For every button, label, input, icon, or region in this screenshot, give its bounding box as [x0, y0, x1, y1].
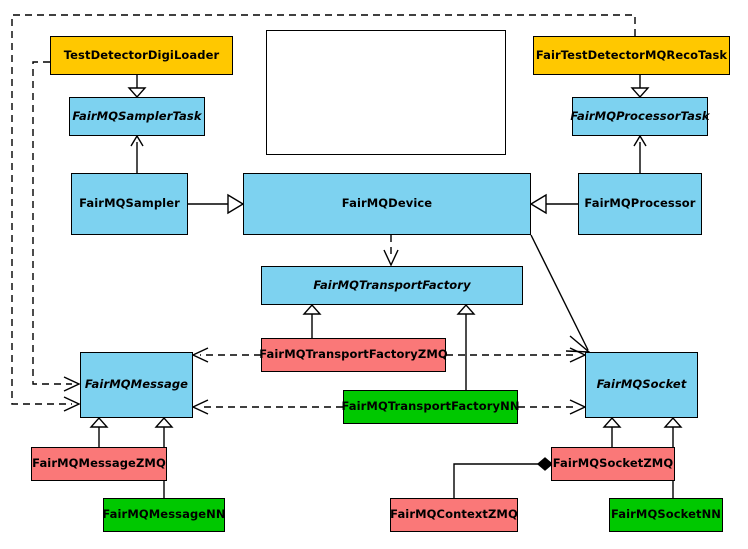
class-node-fairmqdevice[interactable]: FairMQDevice [243, 173, 531, 235]
class-node-fairmqsampler[interactable]: FairMQSampler [71, 173, 188, 235]
edge-digiloader-message [32, 61, 72, 385]
arrowhead-sampler-device [227, 193, 245, 215]
class-node-fairmqsamplertask[interactable]: FairMQSamplerTask [69, 97, 205, 136]
arrowhead-factorynn-message [191, 399, 209, 415]
arrowhead-recotask-message [63, 396, 81, 412]
class-node-fairmqprocessor[interactable]: FairMQProcessor [578, 173, 702, 235]
arrowhead-factorynn-socket [569, 399, 587, 415]
class-node-fairmqsocket[interactable]: FairMQSocket [585, 352, 698, 418]
arrowhead-factoryzmq-message [191, 347, 209, 363]
arrowhead-processor-device [529, 193, 547, 215]
class-node-fairmqsocketnn[interactable]: FairMQSocketNN [609, 498, 723, 532]
class-node-testdetectordigiloader[interactable]: TestDetectorDigiLoader [50, 36, 233, 75]
arrowhead-messagenn-message [154, 416, 174, 428]
class-node-fairmqtransportfactory[interactable]: FairMQTransportFactory [261, 266, 523, 305]
arrowhead-socketzmq-socket [602, 416, 622, 428]
class-node-fairmqtransportfactorynn[interactable]: FairMQTransportFactoryNN [341, 390, 519, 424]
class-node-fairmqsocketzmq[interactable]: FairMQSocketZMQ [551, 447, 675, 481]
class-node-fairmqmessagenn[interactable]: FairMQMessageNN [102, 498, 226, 532]
arrowhead-recotask-processortask [630, 87, 650, 99]
edge-contextzmq-socketzmq [453, 463, 538, 498]
class-node-fairmqprocessortask[interactable]: FairMQProcessorTask [570, 97, 710, 136]
arrowhead-processor-processortask [633, 134, 647, 147]
edge-device-socket [530, 234, 589, 351]
class-node-fairmqmessagezmq[interactable]: FairMQMessageZMQ [31, 447, 167, 481]
arrowhead-device-transportfactory [383, 249, 399, 267]
arrowhead-messagezmq-message [89, 416, 109, 428]
arrowhead-sampler-samplertask [130, 134, 144, 147]
arrowhead-digiloader-message [63, 376, 81, 392]
class-node-fairmqtransportfactoryzmq[interactable]: FairMQTransportFactoryZMQ [259, 338, 448, 372]
class-node-fairtestdetectormqrecotask[interactable]: FairTestDetectorMQRecoTask [533, 36, 730, 75]
arrowhead-socketnn-socket [663, 416, 683, 428]
arrowhead-factorynn-factory [456, 303, 476, 315]
diamond-contextzmq-socketzmq [536, 457, 554, 471]
arrowhead-digiloader-samplertask [127, 87, 147, 99]
arrowhead-factoryzmq-factory [302, 303, 322, 315]
class-node-fairmqcontextzmq[interactable]: FairMQContextZMQ [390, 498, 518, 532]
arrowhead-factoryzmq-socket [569, 347, 587, 363]
arrowhead-device-socket [565, 335, 592, 353]
class-node-fairmqmessage[interactable]: FairMQMessage [80, 352, 193, 418]
legend-panel [266, 30, 506, 155]
